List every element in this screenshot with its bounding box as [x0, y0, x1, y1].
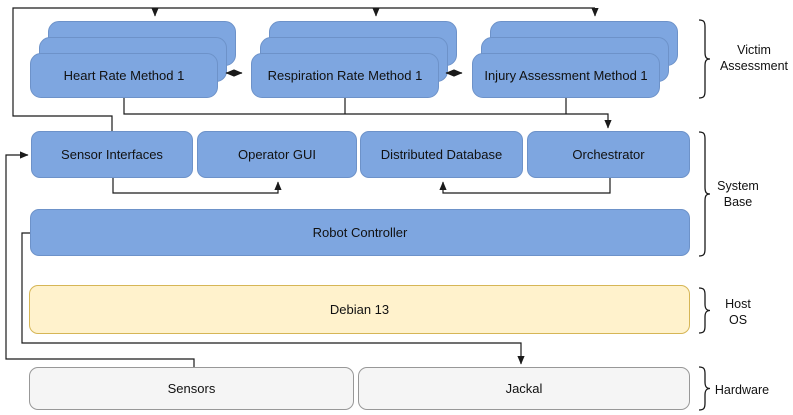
method-card-respiration-rate: Respiration Rate Method 1: [251, 53, 439, 98]
service-box-distributed-database: Distributed Database: [360, 131, 523, 178]
method-card-heart-rate: Heart Rate Method 1: [30, 53, 218, 98]
layer-label-host-os: Host OS: [725, 297, 751, 328]
connector-sensorinterfaces-to-operatorgui: [112, 178, 282, 194]
robot-controller-box: Robot Controller: [30, 209, 690, 256]
service-box-orchestrator: Orchestrator: [527, 131, 690, 178]
method-card-injury-assessment: Injury Assessment Method 1: [472, 53, 660, 98]
host-os-box: Debian 13: [29, 285, 690, 334]
layer-label-system-base: System Base: [717, 179, 759, 210]
brace-victim-assessment: [698, 19, 711, 99]
layer-label-victim-assessment: Victim Assessment: [719, 43, 789, 74]
layer-label-hardware: Hardware: [714, 383, 770, 397]
service-box-operator-gui: Operator GUI: [197, 131, 357, 178]
service-box-sensor-interfaces: Sensor Interfaces: [31, 131, 193, 178]
hardware-box-sensors: Sensors: [29, 367, 354, 410]
connector-methods-to-orchestrator: [123, 98, 612, 129]
connector-sensors-to-sensorinterfaces: [5, 151, 195, 367]
hardware-box-jackal: Jackal: [358, 367, 690, 410]
connector-orchestrator-to-database: [439, 178, 611, 194]
